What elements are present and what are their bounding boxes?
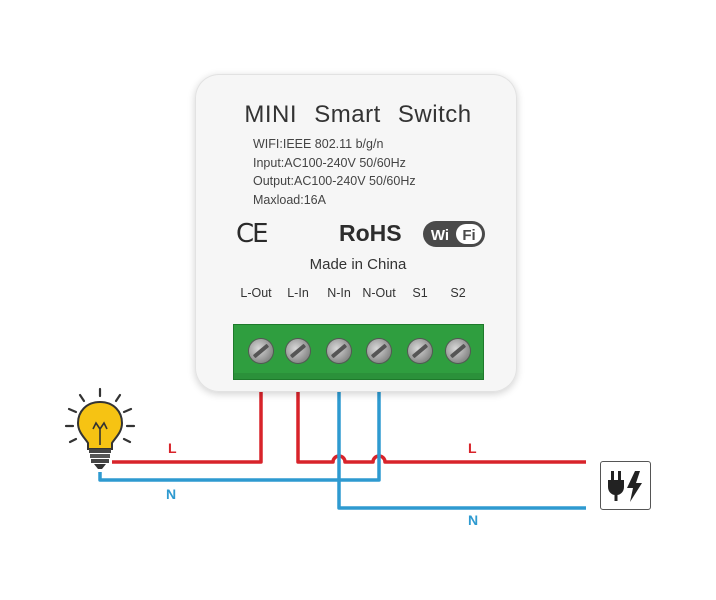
ce-mark: CE [236,219,269,249]
title-word-mini: MINI [244,101,298,128]
made-in-label: Made in China [309,256,407,273]
terminal-label-l-in: L-In [287,286,309,300]
terminal-label-s1: S1 [412,286,428,300]
spec-input: Input:AC100-240V 50/60Hz [253,155,406,170]
wire-label-live-right: L [468,440,477,456]
svg-text:Fi: Fi [462,227,475,244]
wire-label-neutral-left: N [166,486,177,502]
wire-neutral-out [339,390,381,482]
spec-list: WIFI:IEEE 802.11 b/g/n Input:AC100-240V … [253,135,416,209]
power-source [600,461,651,510]
wire-neutral-bulb [98,472,339,482]
light-bulb-icon [64,387,136,469]
terminal-label-l-out: L-Out [240,286,272,300]
power-plug-icon [608,471,642,502]
wire-live-supply [296,390,586,464]
terminal-label-n-in: N-In [327,286,351,300]
wire-live-to-bulb [112,390,263,464]
terminal-label-n-out: N-Out [362,286,396,300]
spec-maxload: Maxload:16A [253,192,326,207]
screw-terminal-l-out [249,339,273,363]
title-word-smart: Smart [314,101,381,128]
screw-terminal-s2 [446,339,470,363]
screw-terminal-n-out [367,339,391,363]
screw-terminal-s1 [408,339,432,363]
terminal-block [233,324,484,380]
wire-label-neutral-right: N [468,512,479,528]
terminal-label-s2: S2 [450,286,466,300]
svg-text:Wi: Wi [431,227,449,244]
device-title: MINI Smart Switch [0,101,716,129]
title-word-switch: Switch [397,101,472,128]
spec-wifi: WIFI:IEEE 802.11 b/g/n [253,137,384,151]
screw-terminal-n-in [327,339,351,363]
spec-output: Output:AC100-240V 50/60Hz [253,174,416,188]
wire-neutral-in [337,390,586,510]
wire-label-live-left: L [168,440,177,456]
rohs-mark: RoHS [339,220,402,246]
screw-terminal-l-in [286,339,310,363]
wifi-logo-icon: Wi Fi [423,221,485,247]
